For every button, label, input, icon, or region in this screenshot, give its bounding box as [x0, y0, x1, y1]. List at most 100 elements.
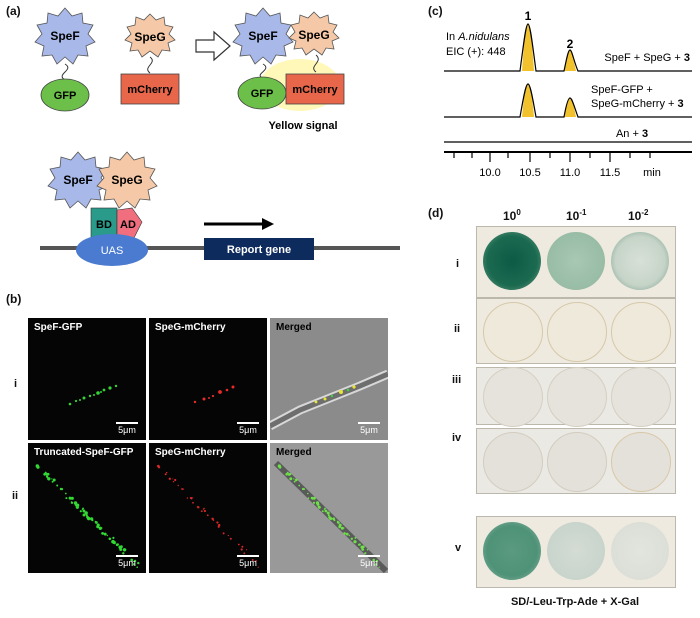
- plate-row-iv: iv: [452, 432, 462, 444]
- fluorescent-dot: [287, 473, 291, 476]
- fluorescent-dot: [73, 501, 78, 505]
- fluorescent-dot: [65, 497, 68, 500]
- speg-star-2: SpeG: [288, 11, 340, 56]
- fluorescent-dot: [294, 478, 298, 482]
- fluorescent-dot: [243, 552, 246, 555]
- trace-2-label-line2: SpeG-mCherry + 3: [591, 98, 684, 110]
- fluorescent-dot: [307, 492, 309, 495]
- fluorescent-dot: [216, 521, 219, 524]
- fluorescent-dot: [47, 477, 51, 481]
- fluorescent-dot: [98, 526, 103, 530]
- trace-3: An + 3: [444, 128, 692, 143]
- fluorescent-dot: [70, 501, 73, 503]
- gfp-shape-1: [40, 78, 90, 112]
- fluorescent-dot: [326, 511, 330, 515]
- micrograph-ii-merged: Merged 5μm: [270, 443, 388, 573]
- fluorescent-dot: [366, 548, 369, 551]
- fluorescent-dot: [51, 478, 53, 480]
- fluorescent-dot: [312, 501, 316, 504]
- fluorescent-dot: [43, 472, 47, 476]
- fluorescent-dot: [293, 480, 296, 483]
- fluorescent-dot: [51, 480, 54, 483]
- scale-bar: 5μm: [358, 555, 380, 568]
- colony-spot: [611, 522, 669, 580]
- axis-unit: min: [643, 167, 661, 179]
- fluorescent-dot: [353, 540, 357, 544]
- fluorescent-dot: [289, 477, 293, 481]
- fluorescent-dot: [122, 548, 127, 552]
- fluorescent-dot: [203, 509, 206, 513]
- micrograph-i-merged: Merged 5μm: [270, 318, 388, 440]
- colony-spot: [611, 232, 669, 290]
- fluorescent-dot: [358, 543, 361, 546]
- fluorescent-dot: [321, 510, 324, 513]
- fluorescent-dot: [177, 484, 179, 487]
- spef-star-2: SpeF: [232, 7, 294, 65]
- fluorescent-dot: [44, 471, 47, 474]
- fluorescent-dot: [94, 520, 97, 523]
- plate-row-v: v: [455, 542, 462, 554]
- micrograph-title: Truncated-SpeF-GFP: [34, 447, 134, 458]
- scale-bar: 5μm: [116, 422, 138, 435]
- speg-star-1: SpeG: [124, 13, 176, 58]
- fluorescent-dot: [70, 496, 74, 500]
- panel-a-diagram: SpeF GFP SpeG mCherry SpeF SpeG GFP mChe…: [34, 7, 400, 266]
- panel-a-label: (a): [6, 4, 21, 18]
- fluorescent-dot: [200, 510, 203, 513]
- fluorescent-dot: [157, 466, 161, 469]
- time-axis: 10.0 10.5 11.0 11.5 min: [444, 151, 692, 179]
- fluorescent-dot: [340, 526, 344, 530]
- colony-spot: [611, 432, 671, 492]
- fluorescent-dot: [68, 498, 70, 500]
- fluorescent-dot: [168, 477, 171, 480]
- colony-spot: [483, 367, 543, 427]
- micrograph-title: SpeG-mCherry: [155, 447, 226, 458]
- trace-2: SpeF-GFP + SpeG-mCherry + 3: [444, 83, 692, 118]
- fluorescent-dot: [303, 488, 305, 491]
- fluorescent-dot: [372, 558, 375, 562]
- yellow-signal-label: Yellow signal: [268, 120, 337, 132]
- gfp-label-2: GFP: [251, 88, 274, 100]
- fluorescent-dot: [206, 514, 209, 517]
- panel-b-row-ii: ii: [12, 490, 19, 502]
- fluorescent-dot: [174, 478, 177, 482]
- fluorescent-dot: [118, 545, 122, 549]
- fluorescent-dot: [307, 497, 310, 499]
- tick-10-0: 10.0: [479, 167, 500, 179]
- fluorescent-dot: [360, 545, 364, 549]
- fluorescent-dot: [364, 552, 367, 555]
- speg-label-3: SpeG: [111, 173, 142, 187]
- fluorescent-dot: [115, 543, 119, 547]
- tick-10-5: 10.5: [519, 167, 540, 179]
- plate-row-ii: ii: [454, 323, 461, 335]
- dilution-2: 10-1: [566, 208, 587, 223]
- fluorescent-dot: [318, 506, 321, 509]
- fluorescent-dot: [241, 545, 244, 548]
- mcherry-shape-2: [285, 73, 345, 105]
- gfp-label-1: GFP: [54, 90, 77, 102]
- fluorescent-dot: [255, 560, 257, 562]
- fluorescent-dot: [317, 505, 319, 508]
- fluorescent-dot: [324, 509, 328, 513]
- fluorescent-dot: [96, 523, 100, 527]
- fluorescent-dot: [103, 532, 107, 536]
- fluorescent-dot: [113, 541, 116, 545]
- fluorescent-dot: [84, 511, 88, 515]
- panel-b-row-i: i: [14, 378, 18, 390]
- trace-1-label: SpeF + SpeG + 3: [604, 52, 690, 64]
- spef-label-3: SpeF: [63, 173, 92, 187]
- colony-spot: [483, 432, 543, 492]
- scale-bar: 5μm: [237, 555, 259, 568]
- fluorescent-dot: [286, 471, 289, 474]
- fluorescent-dot: [190, 497, 193, 500]
- micrograph-title: SpeG-mCherry: [155, 322, 226, 333]
- peak-2-label: 2: [567, 37, 574, 51]
- fluorescent-dot: [81, 508, 84, 510]
- plate-row-iii: iii: [452, 374, 462, 386]
- fluorescent-dot: [52, 478, 56, 482]
- plate-strip-v: [476, 516, 676, 588]
- fluorescent-dot: [192, 497, 194, 499]
- fluorescent-dot: [376, 559, 379, 563]
- fluorescent-dot: [85, 514, 88, 517]
- fluorescent-dot: [378, 566, 380, 568]
